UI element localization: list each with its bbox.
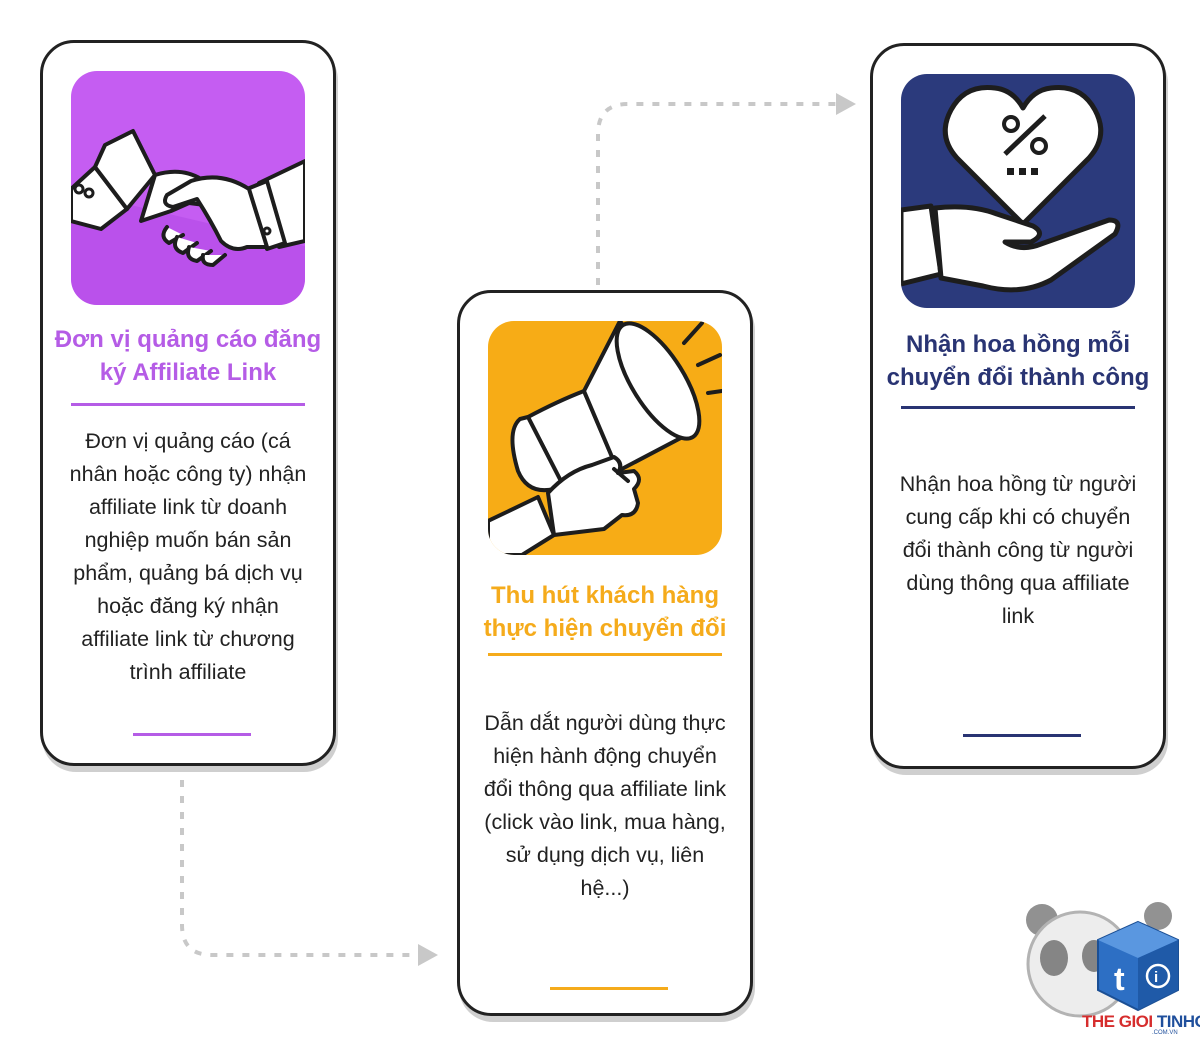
arrow-head-icon <box>418 944 438 966</box>
title-divider <box>901 406 1135 409</box>
brand-domain: .COM.VN <box>1152 1030 1178 1036</box>
bottom-divider <box>963 734 1081 737</box>
title-divider <box>71 403 305 406</box>
svg-text:t: t <box>1114 961 1125 997</box>
step-description: Dẫn dắt người dùng thực hiện hành động c… <box>483 711 727 900</box>
connector-step1-to-step2 <box>180 780 420 957</box>
step-card-register: Đơn vị quảng cáo đăng ký Affiliate Link … <box>40 40 336 766</box>
panda-cube-logo-icon: t i <box>1026 902 1179 1018</box>
title-divider <box>488 653 722 656</box>
bottom-divider <box>550 987 668 990</box>
handshake-icon <box>71 71 305 305</box>
step-title: Đơn vị quảng cáo đăng ký Affiliate Link <box>54 326 322 386</box>
connector-step2-to-step3 <box>596 102 836 285</box>
megaphone-icon <box>488 321 722 555</box>
heart-percent-hand-icon <box>901 74 1135 308</box>
brand-wordmark: THE GIOI TINHOC <box>1082 1012 1200 1032</box>
step-title: Nhận hoa hồng mỗi chuyển đổi thành công <box>886 331 1150 391</box>
bottom-divider <box>133 733 251 736</box>
step-description: Đơn vị quảng cáo (cá nhân hoặc công ty) … <box>69 429 307 684</box>
step-card-attract: Thu hút khách hàng thực hiện chuyển đổi … <box>457 290 753 1016</box>
arrow-head-icon <box>836 93 856 115</box>
brand-name-part2: TINHOC <box>1156 1012 1200 1031</box>
step-title: Thu hút khách hàng thực hiện chuyển đổi <box>483 582 727 642</box>
brand-name-part1: THE GIOI <box>1082 1012 1157 1031</box>
svg-text:i: i <box>1154 969 1158 986</box>
step-card-commission: Nhận hoa hồng mỗi chuyển đổi thành công … <box>870 43 1166 769</box>
step-description: Nhận hoa hồng từ người cung cấp khi có c… <box>899 472 1137 628</box>
